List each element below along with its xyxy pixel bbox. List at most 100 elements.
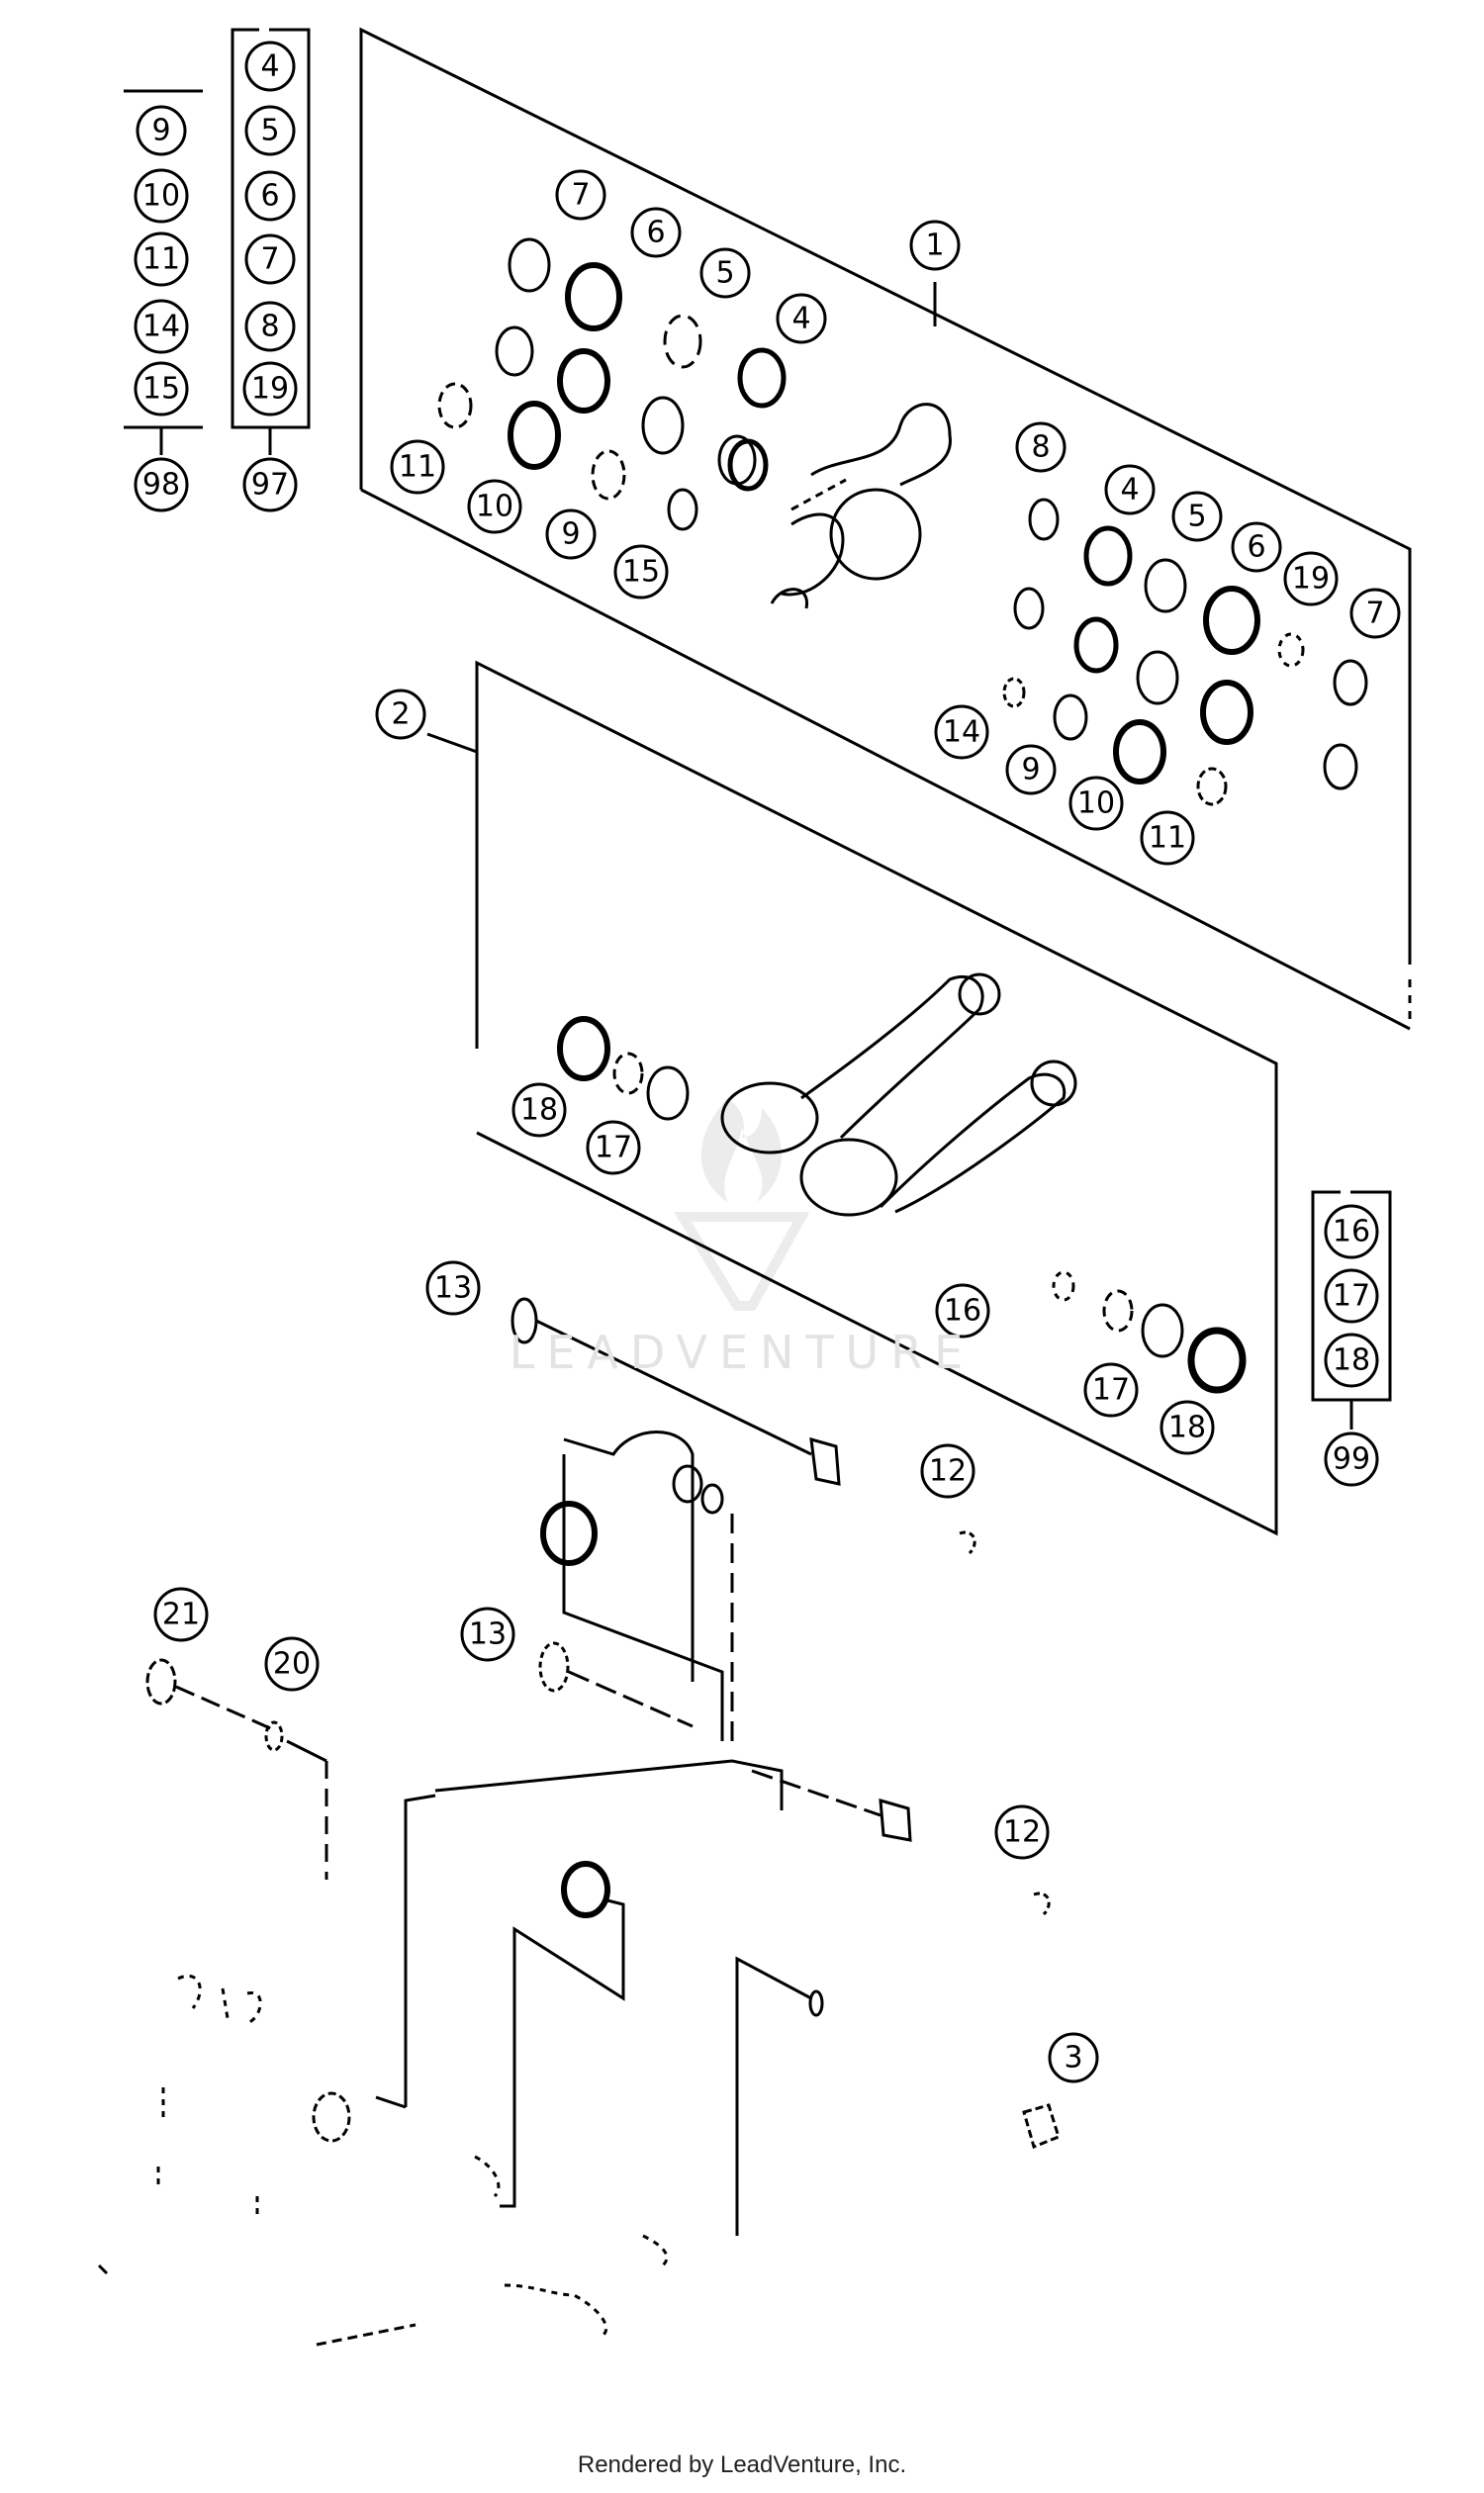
callout-circle [244, 301, 296, 352]
callout-12: 12 [1003, 1815, 1041, 1850]
kit-97-item: 7 [260, 242, 279, 277]
kit-97-item: 5 [260, 114, 279, 148]
callout-circle [134, 168, 189, 224]
kit-99-number: 99 [1333, 1442, 1370, 1477]
callout-circle [242, 457, 298, 512]
kit-97-item: 19 [251, 372, 289, 407]
callout-circle [467, 479, 522, 534]
callout-circle [1159, 1400, 1215, 1455]
callout-13: 13 [469, 1617, 507, 1652]
callout-circle [460, 1607, 515, 1662]
kit-98-item: 9 [151, 114, 170, 148]
callout-6: 6 [646, 216, 665, 250]
callout-circle [935, 1283, 990, 1339]
callout-circle [136, 105, 187, 156]
callout-circle [134, 299, 189, 354]
callout-circle [244, 170, 296, 222]
callout-7: 7 [1365, 597, 1384, 631]
callout-10: 10 [476, 490, 513, 524]
kit-98-item: 14 [142, 310, 180, 344]
callout-15: 15 [622, 555, 660, 590]
kit-box-97 [231, 28, 311, 455]
callout-circle [1171, 491, 1223, 542]
callout-circle [1324, 1268, 1379, 1324]
callout-10: 10 [1077, 786, 1115, 821]
callout-circle [1231, 521, 1282, 573]
callout-4: 4 [1120, 473, 1139, 508]
callout-circle [1140, 810, 1195, 866]
callout-6: 6 [1247, 530, 1265, 565]
callout-4: 4 [791, 302, 810, 336]
callout-2: 2 [391, 697, 410, 732]
kit-99-item: 18 [1333, 1343, 1370, 1378]
kit-box-99 [1311, 1190, 1392, 1430]
callout-circle [153, 1587, 209, 1642]
callout-circle [134, 231, 189, 287]
callout-circle [134, 457, 189, 512]
callout-circle [1083, 1362, 1139, 1418]
panel-1-seals [437, 237, 787, 531]
callout-circle [586, 1120, 641, 1175]
callout-9: 9 [561, 517, 580, 552]
kit-97-item: 8 [260, 310, 279, 344]
frame-and-hardware [97, 1297, 1061, 2347]
kit-panel-1 [359, 27, 1412, 1031]
callout-circle [1015, 421, 1067, 473]
callout-8: 8 [1031, 430, 1050, 465]
callout-circle [242, 361, 298, 416]
callout-13: 13 [434, 1271, 472, 1306]
callout-circle [613, 544, 669, 600]
callout-circle [1104, 464, 1156, 515]
callout-circle [1324, 1431, 1379, 1487]
callout-20: 20 [273, 1647, 311, 1682]
panel-1-linkage-arm [770, 403, 952, 609]
kit-99-item: 17 [1333, 1279, 1370, 1314]
callout-circle [244, 233, 296, 285]
watermark-text: LEADVENTURE [509, 1326, 975, 1379]
callout-16: 16 [944, 1294, 981, 1329]
callout-circle [134, 361, 189, 416]
callout-14: 14 [943, 715, 980, 750]
callout-17: 17 [1092, 1373, 1130, 1408]
footer-credit: Rendered by LeadVenture, Inc. [577, 2451, 907, 2478]
callout-circle [1048, 2032, 1099, 2083]
callout-19: 19 [1292, 562, 1330, 597]
callout-circle [699, 247, 751, 299]
callout-circle [545, 508, 597, 560]
callout-3: 3 [1064, 2041, 1082, 2076]
callout-circle [511, 1082, 567, 1138]
callout-circle [909, 220, 961, 271]
callout-circle [375, 689, 426, 740]
callout-12: 12 [929, 1454, 967, 1489]
callout-circle [1283, 551, 1339, 606]
callout-circle [630, 207, 682, 258]
callout-18: 18 [520, 1093, 558, 1128]
callout-7: 7 [571, 178, 590, 213]
callout-circle [934, 704, 989, 760]
callout-circle [244, 105, 296, 156]
watermark-logo [674, 1098, 810, 1311]
callout-circle [1349, 588, 1401, 639]
kit-97-number: 97 [251, 468, 289, 503]
callout-circle [1324, 1204, 1379, 1259]
kit-97-item: 6 [260, 179, 279, 214]
kit-98-item: 11 [142, 242, 180, 277]
callout-5: 5 [715, 256, 734, 291]
callout-circle [555, 169, 606, 221]
panel-2-parts [557, 972, 1247, 1394]
kit-98-number: 98 [142, 468, 180, 503]
callout-circle [390, 439, 445, 495]
kit-97-item: 4 [260, 49, 279, 84]
callout-circle [1068, 776, 1124, 831]
callout-circles [134, 41, 1401, 2083]
callout-9: 9 [1021, 753, 1040, 787]
callout-17: 17 [595, 1131, 632, 1165]
callout-circle [994, 1804, 1050, 1860]
callout-circle [1324, 1333, 1379, 1388]
callout-11: 11 [399, 450, 436, 485]
callout-18: 18 [1168, 1411, 1206, 1445]
callout-circle [1005, 744, 1057, 795]
callout-1: 1 [925, 229, 944, 263]
kit-98-item: 10 [142, 179, 180, 214]
